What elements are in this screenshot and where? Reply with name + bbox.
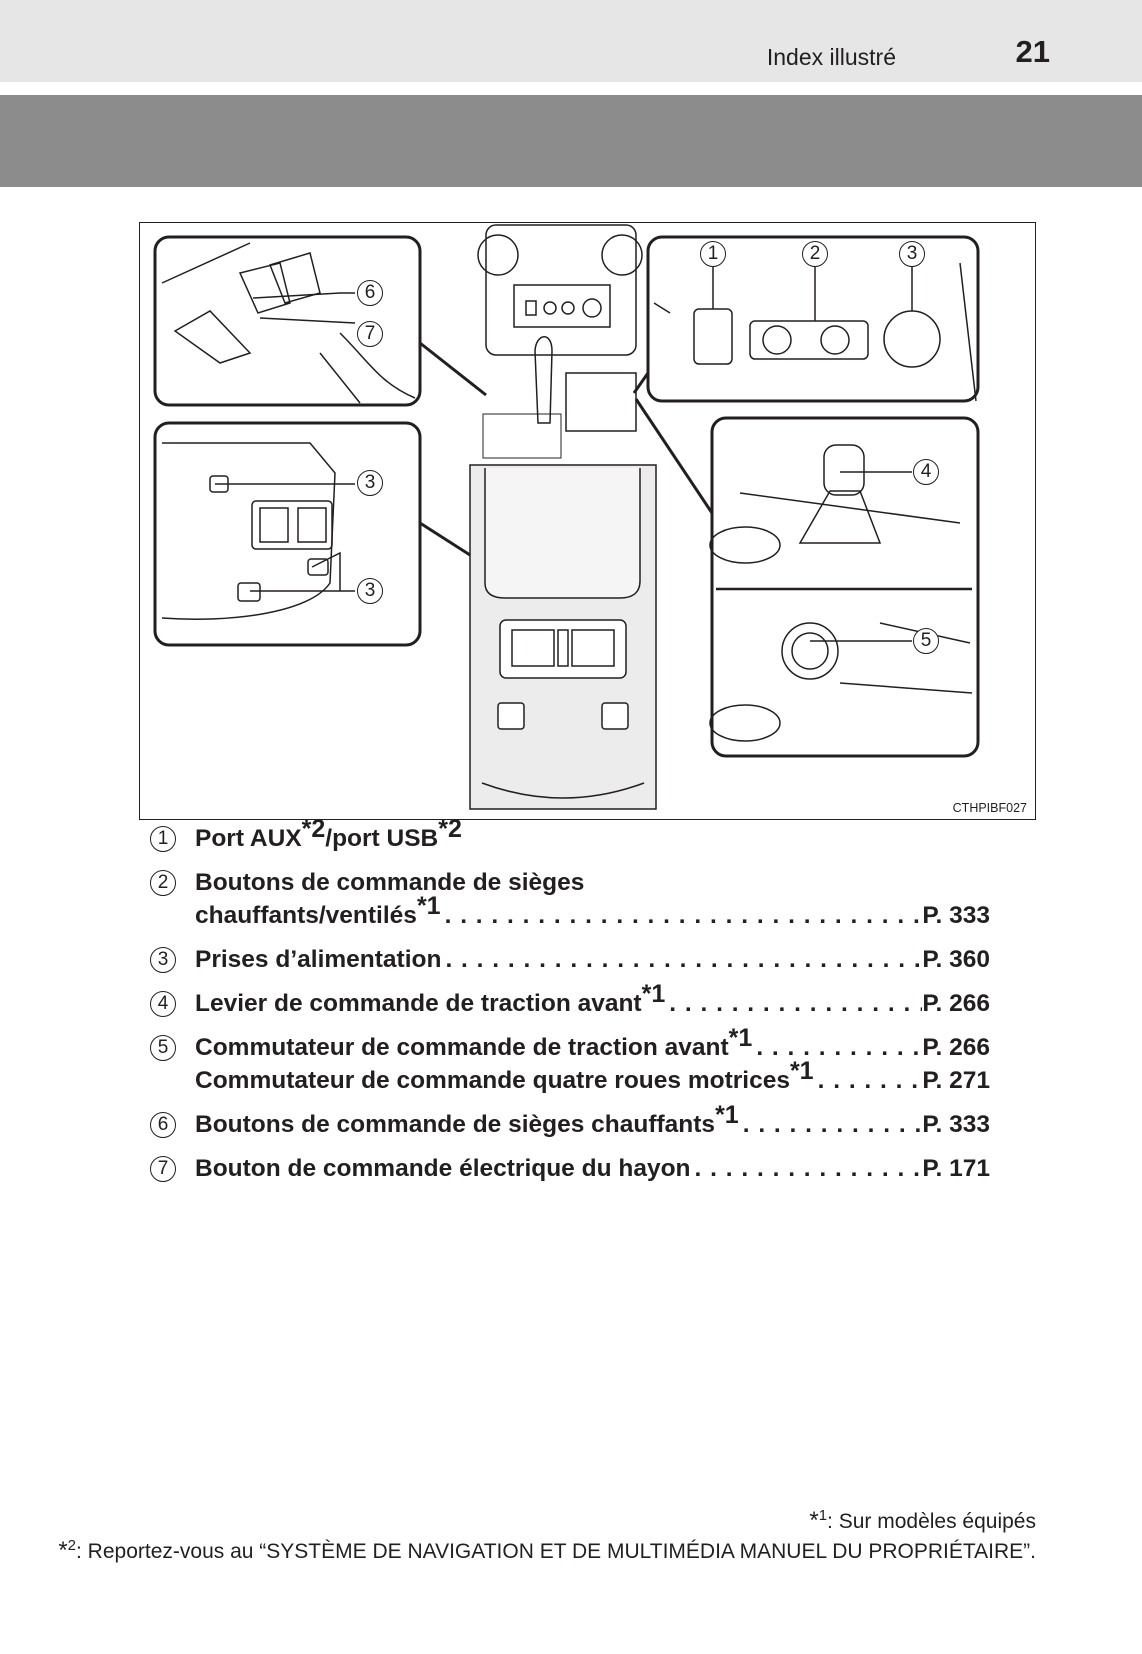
item-line: Commutateur de commande quatre roues mot…: [195, 1058, 990, 1097]
item-1: 1 Port AUX*2/port USB*2: [150, 814, 990, 855]
port-panel: [513, 284, 611, 328]
callout-7: 7: [357, 321, 383, 347]
callout-3: 3: [899, 241, 925, 267]
page-ref[interactable]: P. 171: [922, 1155, 990, 1182]
shift-lever: [534, 336, 553, 424]
console-drawing: [153, 224, 980, 810]
page-ref[interactable]: P. 266: [922, 1034, 990, 1061]
vent-left: [477, 234, 519, 276]
vent-right: [601, 234, 643, 276]
item-number: 3: [150, 947, 176, 973]
item-number: 7: [150, 1156, 176, 1182]
callout-4: 4: [913, 459, 939, 485]
leader-dots: [441, 943, 922, 976]
item-line: Commutateur de commande de traction avan…: [195, 1025, 990, 1064]
callout-3-upper: 3: [357, 470, 383, 496]
page-number: 21: [1015, 34, 1050, 69]
inset-seat-heater: [153, 235, 422, 407]
figure-code: CTHPIBF027: [952, 801, 1027, 815]
leader-dots: [814, 1064, 923, 1097]
inset-ports: [646, 235, 980, 403]
item-list: 1 Port AUX*2/port USB*2 2 Boutons de com…: [150, 814, 990, 1196]
item-line: Port AUX*2/port USB*2: [195, 814, 462, 852]
leader-dots: [441, 899, 923, 932]
callout-2: 2: [802, 241, 828, 267]
leader-dots: [665, 987, 922, 1020]
tray: [565, 372, 637, 432]
footnote-2: *2: Reportez-vous au “SYSTÈME DE NAVIGAT…: [58, 1537, 1036, 1564]
page-ref[interactable]: P. 271: [922, 1067, 990, 1094]
item-6: 6 Boutons de commande de sièges chauffan…: [150, 1102, 990, 1141]
item-number: 5: [150, 1035, 176, 1061]
item-7: 7 Bouton de commande électrique du hayon…: [150, 1152, 990, 1185]
leader-dots: [691, 1152, 923, 1185]
callout-1: 1: [700, 241, 726, 267]
item-line: Levier de commande de traction avant*1 P…: [195, 981, 990, 1020]
callout-6: 6: [357, 280, 383, 306]
item-line: chauffants/ventilés*1 P. 333: [195, 893, 990, 932]
item-3: 3 Prises d’alimentation P. 360: [150, 943, 990, 976]
item-line: Boutons de commande de sièges chauffants…: [195, 1102, 990, 1141]
page-ref[interactable]: P. 333: [922, 902, 990, 929]
leader-dots: [752, 1031, 922, 1064]
item-line: Boutons de commande de sièges: [195, 869, 585, 896]
item-4: 4 Levier de commande de traction avant*1…: [150, 981, 990, 1020]
item-5: 5 Commutateur de commande de traction av…: [150, 1025, 990, 1097]
item-number: 2: [150, 870, 176, 896]
item-number: 1: [150, 826, 176, 852]
section-band: [0, 95, 1142, 187]
item-line: Bouton de commande électrique du hayon P…: [195, 1152, 990, 1185]
callout-5: 5: [913, 628, 939, 654]
section-title: Index illustré: [766, 44, 896, 70]
page-ref[interactable]: P. 333: [922, 1111, 990, 1138]
footnote-1: *1: Sur modèles équipés: [809, 1507, 1036, 1534]
illustration: 1 2 3 4 5 6 7 3 3 CTHPIBF027: [139, 222, 1036, 820]
page-ref[interactable]: P. 360: [922, 946, 990, 973]
leader-dots: [739, 1108, 923, 1141]
callout-3-lower: 3: [357, 578, 383, 604]
item-number: 6: [150, 1112, 176, 1138]
page-ref[interactable]: P. 266: [922, 990, 990, 1017]
header-band: [0, 0, 1142, 82]
item-number: 4: [150, 991, 176, 1017]
footnotes: *1: Sur modèles équipés *2: Reportez-vou…: [56, 1506, 1036, 1566]
center-stack: [485, 224, 637, 356]
inset-4wd: [710, 416, 980, 758]
item-2: 2 Boutons de commande de sièges chauffan…: [150, 866, 990, 932]
item-line: Prises d’alimentation P. 360: [195, 943, 990, 976]
